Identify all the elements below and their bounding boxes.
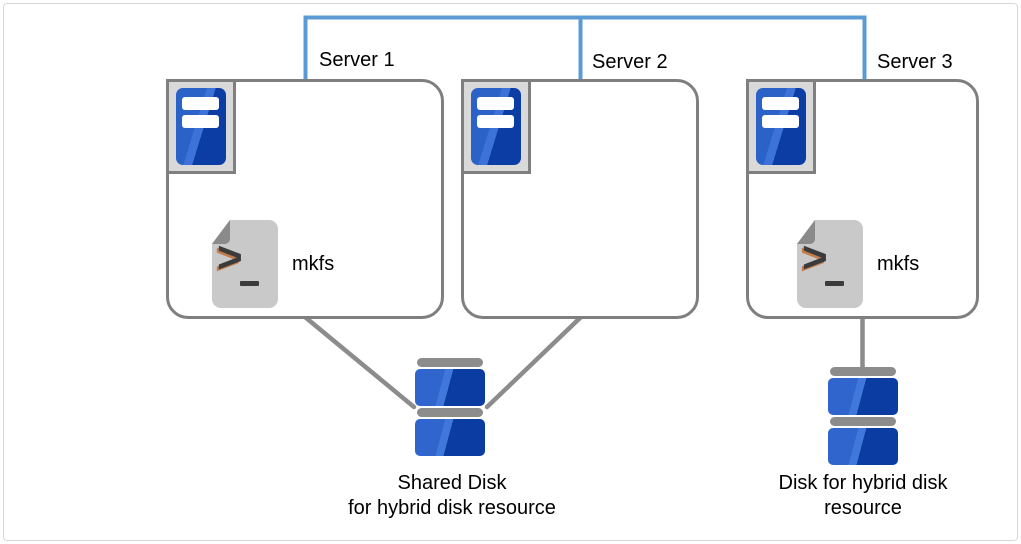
server-1-box: > mkfs <box>166 79 444 319</box>
disk-connection-lines <box>302 313 865 410</box>
network-interconnect-line <box>303 15 867 82</box>
disk-cap <box>417 358 483 367</box>
disk-platter <box>415 369 485 406</box>
script-file-icon: > <box>797 220 863 308</box>
cursor-underscore <box>825 281 844 286</box>
tower-server-slot <box>182 115 219 128</box>
shared-disk-label-line1: Shared Disk <box>397 472 507 494</box>
tower-server-slot <box>762 97 799 110</box>
tower-server-icon <box>461 79 531 174</box>
hybrid-disk-stack-icon <box>828 367 898 465</box>
hybrid-disk-label: Disk for hybrid disk resource <box>733 471 993 521</box>
mkfs-label: mkfs <box>877 253 920 275</box>
cursor-underscore <box>240 281 259 286</box>
tower-server-slot <box>477 97 514 110</box>
disk-cap <box>830 417 896 426</box>
tower-server-slot <box>477 115 514 128</box>
disk-platter <box>415 419 485 456</box>
mkfs-command-row: > mkfs <box>212 220 334 308</box>
shared-disk-label-line2: for hybrid disk resource <box>348 497 556 519</box>
hybrid-disk-label-line1: Disk for hybrid disk <box>778 472 948 494</box>
server-1-label: Server 1 <box>319 49 395 71</box>
tower-server-body <box>756 88 806 165</box>
shared-disk-label: Shared Disk for hybrid disk resource <box>312 471 592 521</box>
disk-platter <box>828 428 898 465</box>
server-3-label: Server 3 <box>877 51 953 73</box>
tower-server-icon <box>746 79 816 174</box>
hybrid-disk-label-line2: resource <box>824 497 902 519</box>
tower-server-body <box>176 88 226 165</box>
shared-disk-stack-icon <box>415 358 485 456</box>
disk-cap <box>830 367 896 376</box>
disk-platter <box>828 378 898 415</box>
server-2-label: Server 2 <box>592 51 668 73</box>
tower-server-slot <box>182 97 219 110</box>
tower-server-slot <box>762 115 799 128</box>
tower-server-body <box>471 88 521 165</box>
script-file-icon: > <box>212 220 278 308</box>
mkfs-label: mkfs <box>292 253 335 275</box>
prompt-glyph: > <box>802 233 828 282</box>
server-3-box: > mkfs <box>746 79 979 319</box>
prompt-glyph: > <box>217 233 243 282</box>
server-2-box <box>461 79 699 319</box>
mkfs-command-row: > mkfs <box>797 220 919 308</box>
tower-server-icon <box>166 79 236 174</box>
disk-cap <box>417 408 483 417</box>
